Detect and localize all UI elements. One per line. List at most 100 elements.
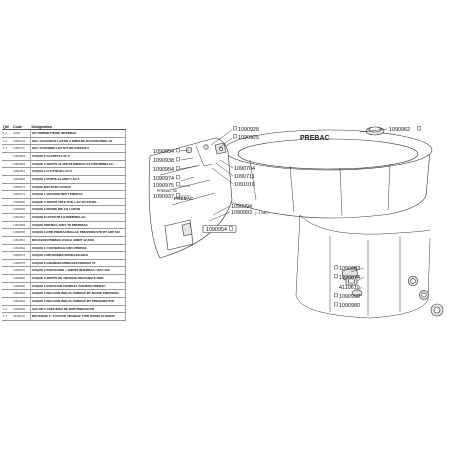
cell-qty	[2, 167, 12, 176]
label-1090974-text: 1090974	[153, 176, 174, 182]
label-4110610-text: 4110610	[339, 285, 360, 291]
label-1090711: 1090711	[234, 174, 255, 180]
label-1090937-text: 1090937	[153, 194, 174, 200]
cell-code: 1090954	[12, 236, 31, 245]
label-1090990: 1090990	[334, 293, 360, 300]
cell-code: 1090950	[12, 228, 31, 237]
cell-code: A623	[12, 129, 31, 138]
diagram-title: PREBAC	[300, 135, 330, 142]
header-qty: Qté	[2, 125, 12, 131]
label-1090854-text: 1090854	[153, 149, 174, 155]
label-1090980: 1090980	[334, 302, 360, 309]
cell-desc: COQUE 1 VIDANGE BECT PREBAC	[30, 190, 126, 199]
cell-desc: COQUE 5 CLAPETS LAC 5	[30, 152, 126, 161]
cell-desc: COQUE 1 PORTE-CLAPET LAC 5	[30, 175, 126, 184]
cell-desc: COQUE 1 FLOTTEUR LAC 5	[30, 167, 126, 176]
tank-drawing	[214, 129, 433, 319]
cell-desc: COQUE 5 JOINTS TETE TOR. LAC 5/5-T25/30.…	[30, 198, 126, 207]
drain-parts	[341, 266, 444, 317]
label-1090954b: 1090954	[202, 225, 237, 233]
cell-desc: COQUE 5 JOINTS CLAPETS PREBAC 5X 5/7ROBI…	[30, 160, 126, 169]
cell-code: 1090938	[12, 221, 31, 230]
cell-desc: COQUE 2 MOYENNES EPINGLES INOX	[30, 251, 126, 260]
label-1090993-text: 1090993	[231, 210, 252, 216]
cell-desc: COQUE 1 BOUCHON COMPLET ANCIENS PREBAC	[30, 282, 126, 291]
label-1090983-text: 1090983	[339, 266, 360, 272]
cell-code: 1090962	[12, 175, 31, 184]
header-code: Code	[12, 125, 31, 131]
cell-qty	[2, 259, 12, 268]
cell-desc: COQUE 1 BICLOUR INGLAC PREBAC BT BASSE P…	[30, 289, 126, 298]
label-1090993-note: (~1 bar)	[255, 211, 268, 215]
label-1090925: 1090925	[233, 134, 259, 141]
label-1090975: 1090975 PREBAC 30	[153, 182, 180, 193]
table-header-row: Qté Code Désignation	[2, 125, 126, 131]
cell-desc: COQUE 2 BOUCHONS + JOINTS INTERBAC / BAC…	[30, 266, 126, 276]
label-1090993: 1090993 (~1 bar)	[231, 210, 268, 216]
label-1090980-text: 1090980	[339, 303, 360, 309]
cell-code: 1090800	[12, 305, 31, 314]
cell-qty: 1-1	[2, 312, 12, 321]
label-1090928-text: 1090928	[238, 127, 259, 133]
cell-desc: COQUE PORTECLAPET TH PREB/BAC	[30, 221, 126, 230]
label-1090854: 1090854	[153, 148, 180, 155]
label-1090925-text: 1090925	[238, 135, 259, 141]
cell-desc: COQUE 1 ROB PREBAC/INGLAC PRESSION STD B…	[30, 228, 126, 237]
label-1090704: 1090704	[234, 166, 255, 172]
cell-qty	[2, 160, 12, 169]
cell-qty	[2, 175, 12, 184]
label-1090994-text: 1090994	[231, 204, 252, 210]
cell-desc: COQUE 1 BICLOUR INGLAC PREBAC BT PRESSIO…	[30, 297, 126, 306]
cell-code: 1090863	[12, 152, 31, 161]
cell-desc: SAC 10 RONDELLES NYLON 20X23X1,5	[30, 144, 126, 154]
cell-desc: COQUE 2 JOINTS DE VIDANGE RECTANGULAIRE	[30, 274, 126, 283]
label-1090990-text: 1090990	[339, 294, 360, 300]
cell-code: 1090994	[12, 297, 31, 306]
cell-qty: 1-1	[2, 144, 12, 154]
cell-code: 1090925	[12, 205, 31, 215]
label-1091010-text: 1091010	[234, 182, 255, 188]
label-1090937: 1090937	[153, 193, 180, 200]
cell-code: 1090937	[12, 213, 31, 222]
label-1090954a-text: 1090954	[153, 167, 174, 173]
label-1090962: 1090962	[389, 126, 421, 133]
cell-qty	[2, 282, 12, 291]
cell-desc: COQUE FLOTTEUR TH PREB/BGLAC	[30, 213, 126, 222]
cell-code: 1090974	[12, 251, 31, 260]
leader-lines	[179, 128, 388, 297]
label-4110610: 4110610	[339, 285, 360, 291]
label-1090938: 1090938	[153, 157, 180, 164]
cell-desc: BOUCHON PREBAC OVALE AMINT 12 2018	[30, 236, 126, 245]
cell-code: 1090920	[12, 198, 31, 207]
cell-code: 1090971	[12, 183, 31, 192]
cell-qty	[2, 198, 12, 207]
cell-code: 1090975	[12, 259, 31, 268]
label-1090938-text: 1090938	[153, 158, 174, 164]
cell-code: 1090993	[12, 289, 31, 298]
cell-desc: SAC DE 5 AXES INOX DE ROB PREBAC/TR	[30, 305, 126, 314]
header-designation: Désignation	[30, 125, 126, 131]
cell-qty: 1-1	[2, 129, 12, 138]
cell-code: 1090962	[12, 244, 31, 253]
label-1090975-text: 1090975	[153, 183, 174, 189]
cell-qty	[2, 289, 12, 298]
